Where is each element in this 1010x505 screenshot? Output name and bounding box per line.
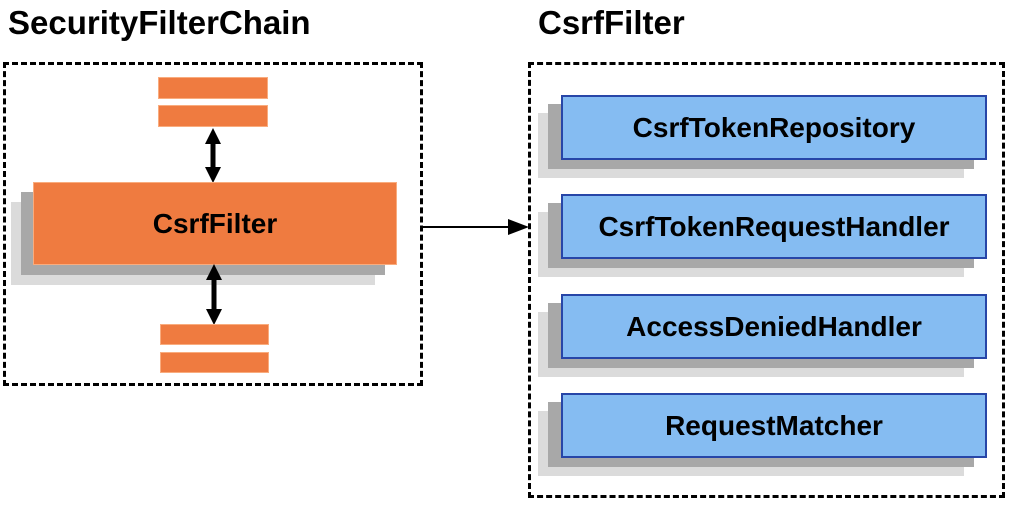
up-down-arrow-icon: [206, 264, 222, 325]
component-box-request-matcher: RequestMatcher: [561, 393, 987, 458]
component-box-csrf-token-request-handler: CsrfTokenRequestHandler: [561, 194, 987, 259]
csrf-filter-components-container: [528, 62, 1005, 498]
security-filter-chain-container: [3, 62, 423, 386]
left-panel-title: SecurityFilterChain: [8, 4, 311, 41]
component-label: CsrfTokenRequestHandler: [598, 210, 950, 242]
component-box-csrf-token-repository: CsrfTokenRepository: [561, 95, 987, 160]
component-label: AccessDeniedHandler: [626, 310, 922, 342]
filter-stub-bar: [160, 324, 269, 345]
filter-stub-bar: [158, 77, 268, 99]
filter-stub-bar: [158, 105, 268, 127]
component-label: RequestMatcher: [665, 409, 883, 441]
component-box-access-denied-handler: AccessDeniedHandler: [561, 294, 987, 359]
up-down-arrow-icon: [205, 128, 221, 183]
filter-stub-bar: [160, 352, 269, 373]
csrf-filter-box: CsrfFilter: [33, 182, 397, 265]
csrf-filter-label: CsrfFilter: [152, 207, 278, 239]
right-panel-title: CsrfFilter: [538, 4, 685, 41]
flow-right-arrow-icon: [423, 219, 529, 235]
component-label: CsrfTokenRepository: [632, 111, 916, 143]
